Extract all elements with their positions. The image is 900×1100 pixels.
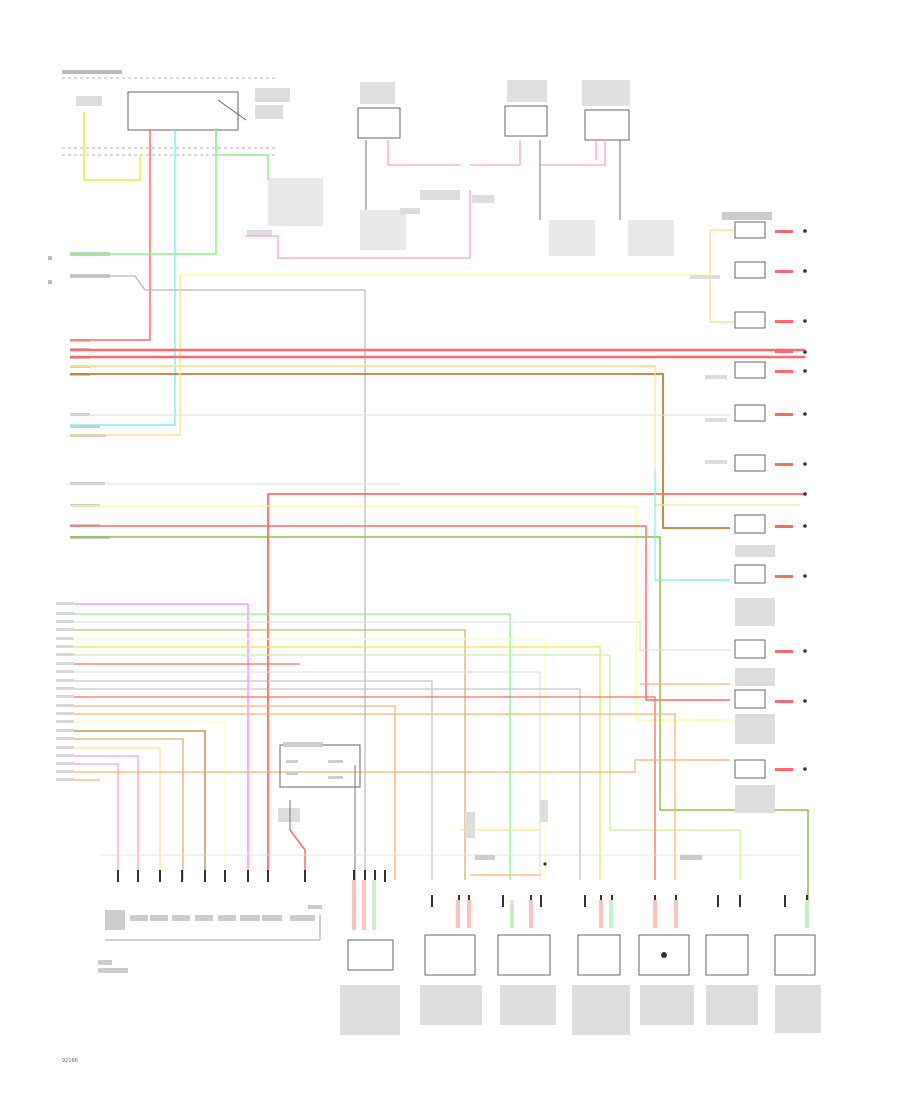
upper-wires xyxy=(70,112,809,900)
diagram-id: 92166 xyxy=(62,1058,78,1064)
hot-at-all-times-label xyxy=(62,70,122,74)
top-relays xyxy=(357,80,674,256)
mid-lower-circuit xyxy=(100,800,800,876)
bottom-sensors xyxy=(340,880,821,1035)
brake-switch xyxy=(127,91,239,131)
bottom-connector-terminals xyxy=(98,870,808,973)
diagram-id-area: 92166 xyxy=(62,1058,78,1064)
left-pin-labels xyxy=(48,252,110,539)
lower-wire-bundle xyxy=(56,602,741,880)
ignition-switch xyxy=(278,742,361,880)
right-components xyxy=(680,212,807,813)
top-power-section xyxy=(62,70,323,236)
